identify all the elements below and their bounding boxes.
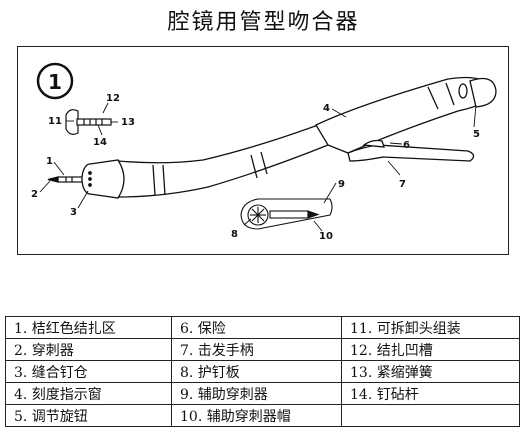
legend-row: 4. 刻度指示窗 9. 辅助穿刺器 14. 钉砧杆 (5, 382, 520, 405)
legend-cell: 1. 桔红色结扎区 (5, 316, 172, 339)
callout-label-11: 11 (48, 116, 62, 127)
page-title: 腔镜用管型吻合器 (167, 10, 360, 35)
callout-label-14: 14 (93, 137, 107, 148)
callout-label-12: 12 (106, 93, 120, 104)
legend-cell: 10. 辅助穿刺器帽 (171, 404, 342, 427)
callout-label-9: 9 (338, 179, 345, 190)
legend-row: 1. 桔红色结扎区 6. 保险 11. 可拆卸头组装 (5, 316, 520, 339)
legend-cell (341, 404, 520, 427)
callout-label-8: 8 (231, 229, 238, 240)
callout-label-2: 2 (31, 189, 38, 200)
callout-label-7: 7 (399, 179, 406, 190)
component-legend-table: 1. 桔红色结扎区 6. 保险 11. 可拆卸头组装 2. 穿刺器 7. 击发手… (5, 316, 520, 427)
callout-label-4: 4 (323, 103, 330, 114)
trocar (47, 176, 85, 183)
legend-cell: 12. 结扎凹槽 (341, 338, 520, 361)
legend-row: 5. 调节旋钮 10. 辅助穿刺器帽 (5, 404, 520, 427)
callout-label-6: 6 (403, 140, 410, 151)
legend-cell: 8. 护钉板 (171, 360, 342, 383)
legend-cell: 4. 刻度指示窗 (5, 382, 172, 405)
legend-cell: 5. 调节旋钮 (5, 404, 172, 427)
panel-number: 1 (48, 70, 62, 94)
stapler-diagram: 1 (17, 46, 509, 255)
legend-cell: 7. 击发手柄 (171, 338, 342, 361)
legend-cell: 13. 紧缩弹簧 (341, 360, 520, 383)
callout-label-1: 1 (46, 156, 53, 167)
legend-row: 2. 穿刺器 7. 击发手柄 12. 结扎凹槽 (5, 338, 520, 361)
legend-cell: 9. 辅助穿刺器 (171, 382, 342, 405)
staple-cartridge (81, 159, 125, 199)
firing-handle (347, 139, 475, 162)
callout-label-3: 3 (70, 207, 77, 218)
legend-cell: 14. 钉砧杆 (341, 382, 520, 405)
legend-cell: 6. 保险 (171, 316, 342, 339)
callout-label-13: 13 (121, 117, 135, 128)
callout-leaders (39, 102, 477, 232)
legend-row: 3. 缝合钉仓 8. 护钉板 13. 紧缩弹簧 (5, 360, 520, 383)
legend-cell: 2. 穿刺器 (5, 338, 172, 361)
adjusting-knob (469, 77, 497, 108)
stapler-shaft (117, 124, 329, 198)
legend-cell: 3. 缝合钉仓 (5, 360, 172, 383)
callout-label-5: 5 (473, 129, 480, 140)
callout-label-10: 10 (319, 231, 333, 242)
stapler-illustration: 1 (31, 62, 497, 242)
detachable-anvil-assembly (65, 109, 112, 135)
auxiliary-trocar (240, 198, 333, 230)
panel-number-circle (36, 62, 74, 100)
legend-cell: 11. 可拆卸头组装 (341, 316, 520, 339)
